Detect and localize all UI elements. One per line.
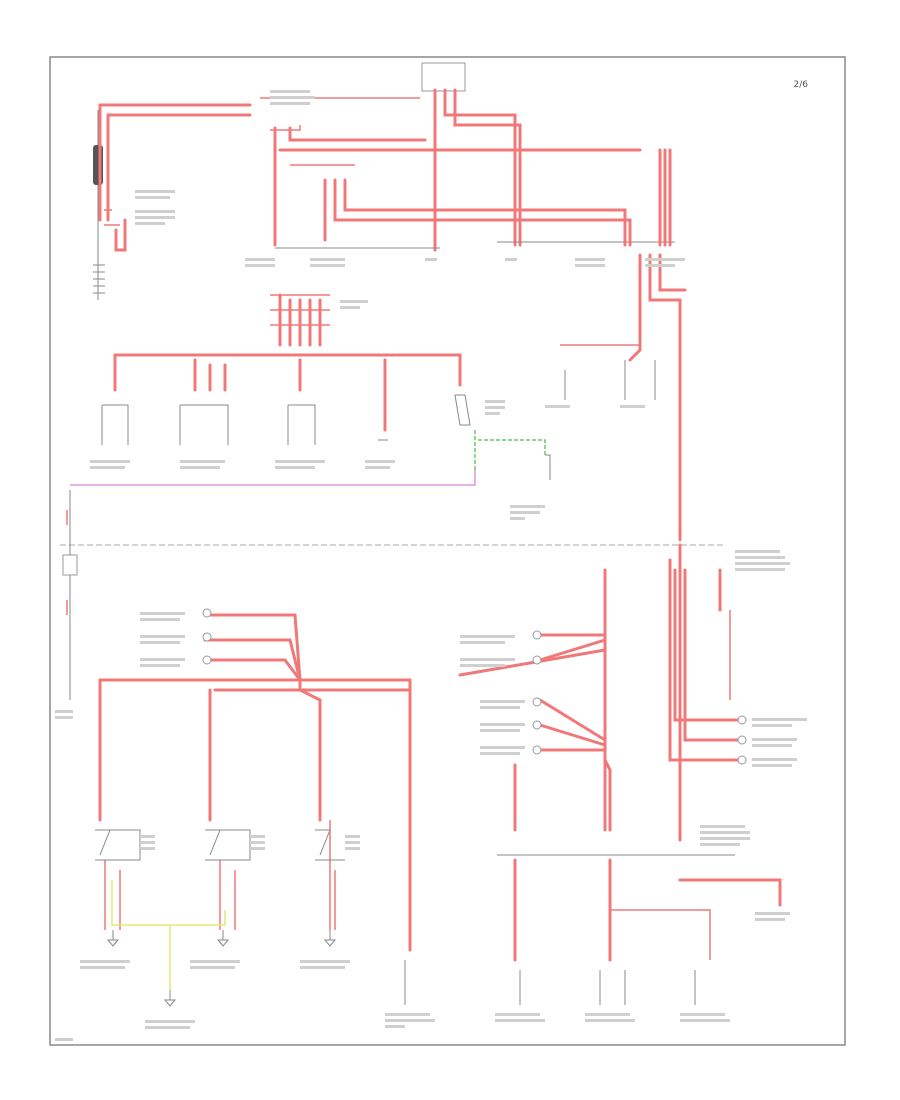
battery-symbol	[93, 264, 105, 294]
ground-wires	[106, 880, 337, 1007]
label-marks	[55, 90, 807, 1041]
connector-circles	[202, 608, 747, 765]
center-splice-wires	[113, 293, 462, 432]
page-number: 2/6	[793, 80, 808, 90]
battery-feed-wires	[98, 103, 252, 252]
lower-left-harness	[98, 613, 412, 952]
switches	[95, 829, 345, 861]
load-boxes-row1	[101, 360, 656, 445]
fuse-block	[270, 125, 687, 542]
signal-wires	[70, 430, 551, 486]
diagram-border	[49, 56, 846, 1046]
right-harness	[458, 543, 782, 907]
left-feed	[62, 490, 78, 700]
lower-fuse-row	[404, 854, 735, 1005]
